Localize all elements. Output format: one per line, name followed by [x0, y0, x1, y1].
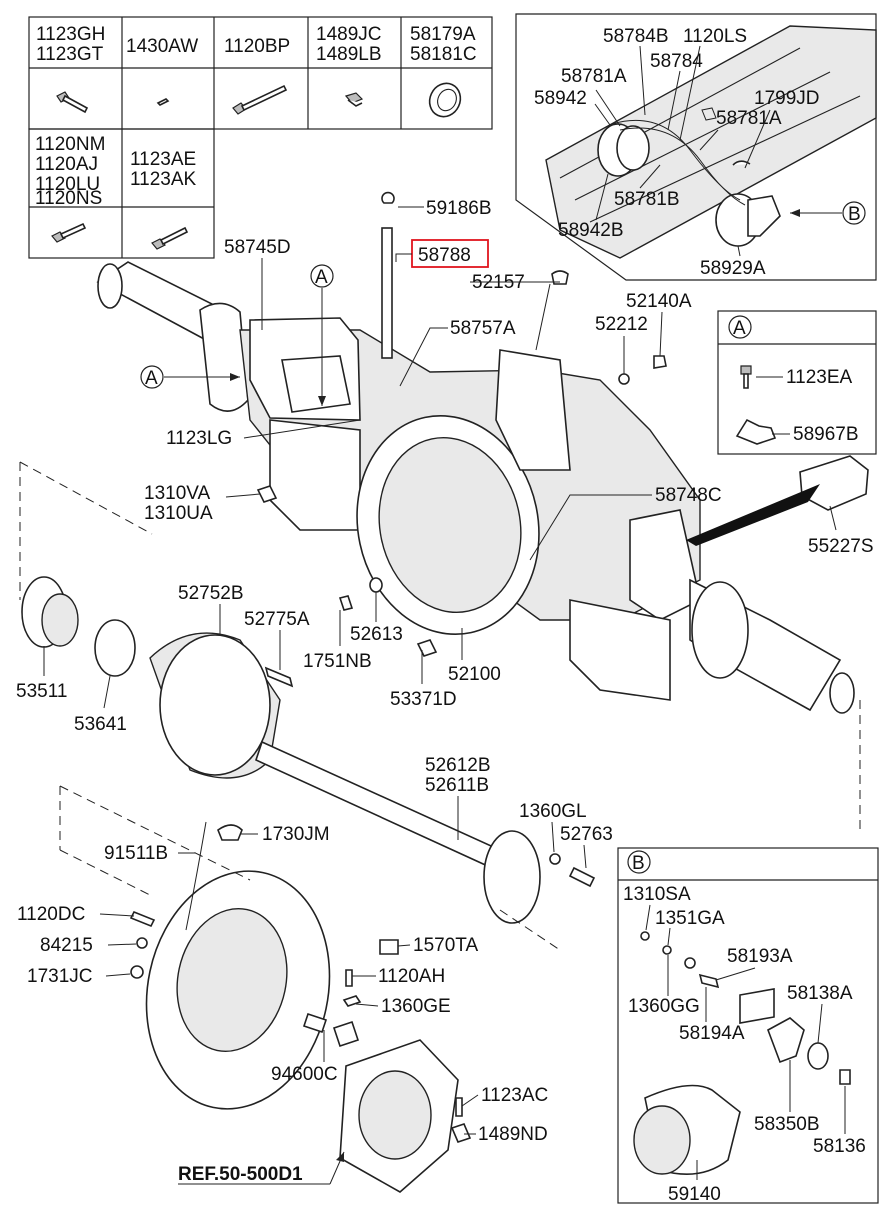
wiring-detail-panel: 58784B 1120LS 58781A 58784 58942 1799JD … — [515, 13, 877, 281]
part-label: 52752B — [178, 583, 244, 604]
fastener-table: 1123GH 1123GT 1430AW 1120BP 1489JC 1489L… — [28, 16, 493, 259]
table-code: 1123GH — [36, 24, 105, 45]
hub-assembly — [21, 576, 294, 779]
part-label: 58929A — [700, 258, 766, 279]
part-label: 58748C — [655, 485, 722, 506]
part-label: 1310VA — [144, 483, 211, 504]
part-label: 1120DC — [17, 904, 85, 925]
part-label: 52140A — [626, 291, 692, 312]
leader-lines — [43, 206, 837, 1135]
table-code: 1489LB — [316, 44, 382, 65]
part-label: 58136 — [813, 1136, 866, 1157]
part-label: 53641 — [74, 714, 127, 735]
part-label: 53371D — [390, 689, 457, 710]
part-label: 58193A — [727, 946, 793, 967]
part-label: 58781B — [614, 189, 680, 210]
part-label: 58967B — [793, 424, 859, 445]
axle-shaft — [255, 740, 596, 924]
part-label: 52100 — [448, 664, 501, 685]
detail-b-panel: B 1310SA 1351GA 58193A 1360GG 58138A 581… — [617, 847, 879, 1205]
short-bolt-icon — [51, 222, 87, 243]
part-label: 1570TA — [413, 935, 478, 956]
table-code: 1123GT — [36, 44, 104, 65]
part-label: 58781A — [561, 66, 627, 87]
detail-a-panel: A 1123EA 58967B — [717, 310, 877, 455]
part-label: 94600C — [271, 1064, 338, 1085]
part-label: 1123EA — [786, 367, 853, 388]
flange-bolt-icon — [151, 226, 189, 250]
part-label: 1360GG — [628, 996, 700, 1017]
part-label: 1489ND — [478, 1124, 548, 1145]
table-code: 1120NS — [35, 188, 102, 209]
part-label: 52775A — [244, 609, 310, 630]
callout-marker: A — [315, 267, 328, 288]
part-label: 1123AC — [481, 1085, 548, 1106]
part-label: 1310SA — [623, 884, 691, 905]
part-label: 55227S — [808, 536, 874, 557]
table-code: 58181C — [410, 44, 477, 65]
part-label: 59186B — [426, 198, 492, 219]
reference-link[interactable]: REF.50-500D1 — [178, 1164, 303, 1185]
explode-lines — [19, 461, 861, 951]
part-label: 52763 — [560, 824, 613, 845]
part-label: 53511 — [16, 681, 67, 702]
part-label: 58942 — [534, 88, 587, 109]
table-code: 1489JC — [316, 24, 382, 45]
hex-bolt-icon — [56, 91, 89, 114]
clip-icon — [344, 92, 364, 107]
part-label: 58757A — [450, 318, 516, 339]
part-label: 52611B — [425, 775, 489, 796]
part-label: 58784B — [603, 26, 669, 47]
callout-marker: A — [145, 368, 158, 389]
bolt-icon — [740, 365, 752, 389]
part-label: 84215 — [40, 935, 93, 956]
long-bolt-icon — [232, 84, 288, 115]
part-label: 52613 — [350, 624, 403, 645]
part-label: 1731JC — [27, 966, 93, 987]
table-code: 1120AJ — [35, 154, 98, 175]
steering-knuckle — [302, 939, 472, 1193]
part-label: 58781A — [716, 108, 782, 129]
part-label-highlighted[interactable]: 58788 — [418, 245, 471, 266]
brake-backing-plate — [129, 821, 331, 1110]
clamp-icon — [735, 418, 777, 445]
part-label: 1730JM — [262, 824, 330, 845]
reference-marker: B — [848, 204, 861, 225]
part-label: 1120LS — [683, 26, 747, 47]
table-code: 1120BP — [224, 36, 290, 57]
part-label: 1799JD — [754, 88, 820, 109]
table-code: 1430AW — [126, 36, 198, 57]
part-label: 1351GA — [655, 908, 725, 929]
part-label: 58745D — [224, 237, 291, 258]
part-label: 58350B — [754, 1114, 820, 1135]
part-label: 52212 — [595, 314, 648, 335]
part-label: 1120AH — [378, 966, 445, 987]
part-label: 58942B — [558, 220, 624, 241]
part-label: 1751NB — [303, 651, 372, 672]
table-code: 1123AE — [130, 149, 196, 170]
part-label: 1123LG — [166, 428, 232, 449]
table-code: 58179A — [410, 24, 476, 45]
main-labels: 59186B 58788 52157 58745D 52140A 52212 5… — [16, 198, 874, 1185]
part-label: 1360GE — [381, 996, 451, 1017]
detail-title: B — [632, 853, 645, 874]
part-label: 59140 — [668, 1184, 721, 1205]
table-code: 1120LU — [35, 174, 100, 195]
detail-title: A — [733, 318, 746, 339]
part-label: 52612B — [425, 755, 491, 776]
vent-tube — [381, 191, 395, 359]
axle-housing — [96, 261, 855, 714]
small-parts — [256, 270, 869, 657]
part-label: 58194A — [679, 1023, 745, 1044]
part-label: 58784 — [650, 51, 703, 72]
part-label: 1360GL — [519, 801, 587, 822]
table-code: 1123AK — [130, 169, 197, 190]
pin-icon — [156, 98, 170, 106]
part-label: 91511B — [104, 843, 168, 864]
seal-ring-icon — [428, 82, 462, 118]
part-label: 58138A — [787, 983, 853, 1004]
table-code: 1120NM — [35, 134, 105, 155]
part-label: 1310UA — [144, 503, 213, 524]
